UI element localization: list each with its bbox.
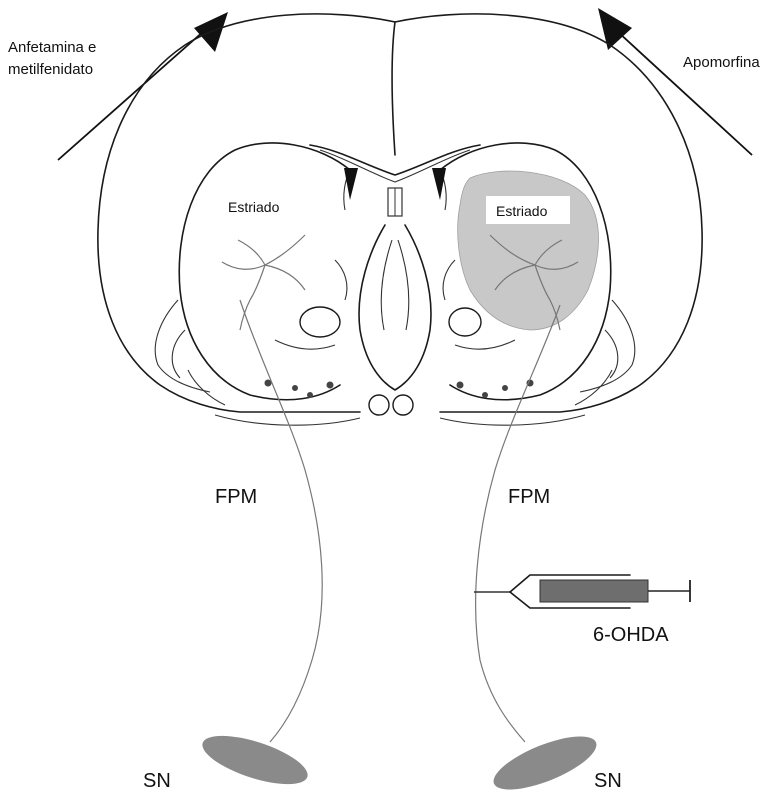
syringe-icon — [474, 575, 690, 608]
label-pathway-right: FPM — [508, 486, 550, 508]
label-striatum-right: Estriado — [496, 203, 548, 219]
label-pathway-left: FPM — [215, 486, 257, 508]
label-drug-left-line2: metilfenidato — [8, 61, 93, 78]
label-toxin: 6-OHDA — [593, 624, 669, 646]
left-hemisphere — [155, 143, 350, 400]
lesion-area — [458, 171, 599, 330]
pathway-left — [240, 300, 322, 742]
label-striatum-left: Estriado — [228, 199, 280, 215]
pathway-right — [476, 305, 560, 742]
label-drug-right: Apomorfina — [683, 54, 760, 71]
label-drug-left-line1: Anfetamina e — [8, 39, 96, 56]
striatum-fibers-left — [222, 235, 305, 330]
label-nucleus-right: SN — [594, 770, 622, 792]
substantia-nigra-left — [197, 726, 313, 794]
label-nucleus-left: SN — [143, 770, 171, 792]
lesion-shading — [458, 171, 599, 330]
arrow-right-rotation — [598, 8, 752, 155]
substantia-nigra-right — [487, 726, 602, 795]
brain-section-outline — [98, 14, 702, 425]
